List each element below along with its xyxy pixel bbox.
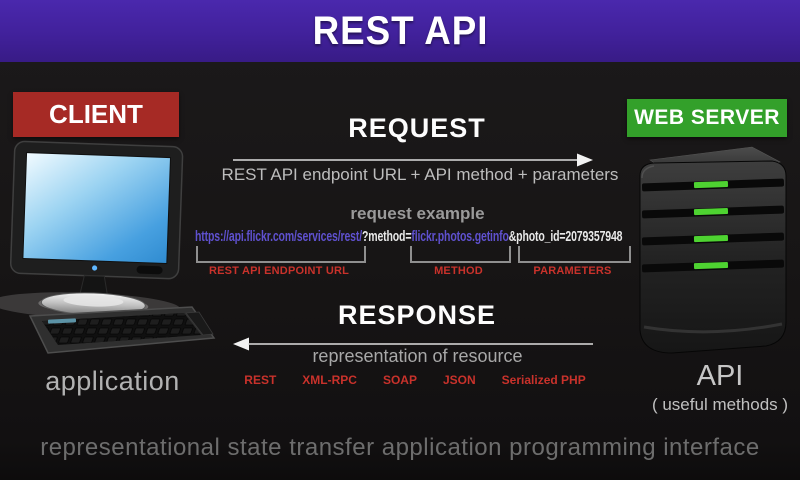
response-description: representation of resource — [312, 346, 523, 366]
response-arrow-icon — [233, 337, 593, 351]
endpoint-annotation: REST API ENDPOINT URL — [208, 265, 350, 277]
server-subcaption: ( useful methods ) — [651, 395, 789, 414]
format-label: SOAP — [382, 373, 417, 387]
endpoint-bracket — [196, 246, 366, 263]
title-banner: REST API — [0, 0, 800, 62]
url-method-value-segment: flickr.photos.getinfo — [411, 228, 509, 245]
server-led-slot — [641, 178, 785, 192]
client-caption: application — [45, 366, 180, 396]
parameters-bracket — [518, 246, 631, 263]
request-arrow-icon — [233, 153, 593, 167]
footer-definition: representational state transfer applicat… — [40, 434, 760, 461]
server-tower-icon — [639, 146, 787, 354]
url-parameters-segment: &photo_id=2079357948 — [508, 228, 623, 245]
response-formats-row: REST XML-RPC SOAP JSON Serialized PHP — [215, 373, 615, 387]
server-led-slot — [641, 205, 785, 219]
format-label: Serialized PHP — [501, 373, 586, 387]
url-method-key-segment: ?method= — [361, 228, 412, 245]
web-server-label: WEB SERVER — [634, 106, 780, 129]
desktop-computer-icon — [0, 140, 216, 354]
server-led-slot — [641, 259, 785, 273]
url-endpoint-segment: https://api.flickr.com/services/rest/ — [195, 228, 362, 245]
method-bracket — [410, 246, 511, 263]
parameters-annotation: PARAMETERS — [533, 265, 612, 277]
web-server-badge: WEB SERVER — [627, 99, 787, 137]
client-badge: CLIENT — [13, 92, 179, 137]
server-led-slot — [641, 232, 785, 246]
request-example-url: https://api.flickr.com/services/rest/?me… — [195, 228, 623, 245]
client-label: CLIENT — [49, 99, 143, 129]
request-description: REST API endpoint URL + API method + par… — [221, 165, 619, 184]
page-title: REST API — [312, 8, 488, 53]
method-annotation: METHOD — [434, 265, 483, 277]
keyboard-icon — [28, 306, 216, 354]
request-example-title: request example — [350, 204, 485, 223]
format-label: XML-RPC — [302, 373, 357, 387]
format-label: REST — [244, 373, 277, 387]
response-title: RESPONSE — [337, 300, 497, 330]
request-title: REQUEST — [348, 113, 486, 143]
format-label: JSON — [442, 373, 476, 387]
server-caption: API — [696, 360, 744, 392]
